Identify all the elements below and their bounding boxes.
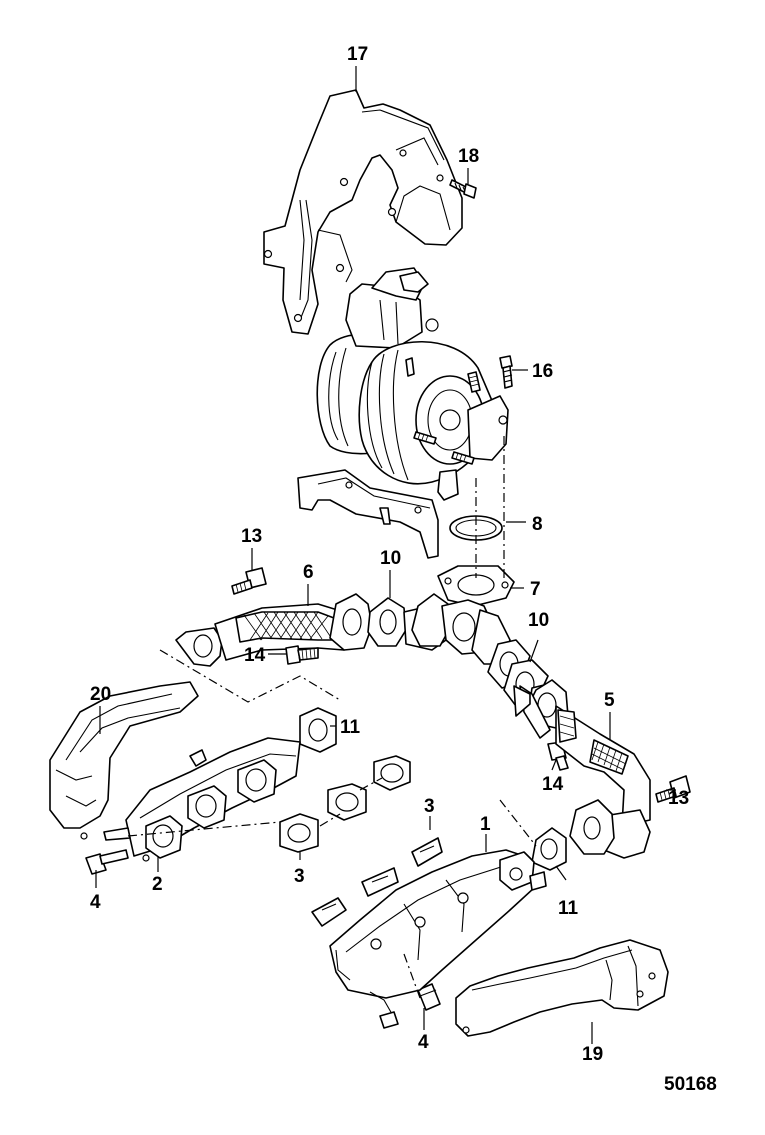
flange-7 xyxy=(437,565,515,607)
leader-lines xyxy=(95,66,676,1044)
stud-4-lower xyxy=(417,983,441,1011)
callout-13-left: 13 xyxy=(241,526,262,547)
crossover-pipe xyxy=(175,593,569,739)
heat-shield-left xyxy=(49,681,199,840)
callout-19: 19 xyxy=(582,1044,603,1065)
callout-5: 5 xyxy=(604,690,615,711)
callout-10-lower: 10 xyxy=(528,610,549,631)
reference-number: 50168 xyxy=(664,1074,717,1095)
turbocharger xyxy=(297,267,509,559)
callout-11-lower: 11 xyxy=(558,898,579,919)
callout-7: 7 xyxy=(530,579,541,600)
gasket-11-lower xyxy=(531,827,567,871)
gasket-11-upper xyxy=(299,707,337,753)
callout-13-right: 13 xyxy=(668,788,689,809)
callout-18: 18 xyxy=(458,146,479,167)
bolt-13-left xyxy=(231,567,267,595)
bolt-14-left xyxy=(285,645,319,665)
heat-shield-bracket xyxy=(263,89,463,335)
callout-4-left: 4 xyxy=(90,892,101,913)
bolt-18 xyxy=(449,179,477,199)
callout-4-lower: 4 xyxy=(418,1032,429,1053)
gaskets-3-left xyxy=(279,755,411,853)
bolt-16 xyxy=(499,355,513,389)
flex-pipe-5 xyxy=(555,705,651,859)
callout-14-left: 14 xyxy=(244,645,266,666)
callout-11-upper: 11 xyxy=(340,717,361,738)
callout-10-upper: 10 xyxy=(380,548,401,569)
bolt-14-right xyxy=(547,741,569,771)
callout-16: 16 xyxy=(532,361,553,382)
heat-shield-right xyxy=(455,939,669,1037)
exhaust-manifold-left xyxy=(103,737,301,862)
turbo-studs xyxy=(413,371,481,465)
callout-3-left: 3 xyxy=(294,866,305,887)
alignment-lines xyxy=(127,436,537,999)
exhaust-manifold-right xyxy=(311,837,547,1029)
callout-14-right: 14 xyxy=(542,774,564,795)
callout-8: 8 xyxy=(532,514,543,535)
callout-6: 6 xyxy=(303,562,314,583)
callout-20: 20 xyxy=(90,684,111,705)
stud-4-left xyxy=(85,849,129,875)
callout-1: 1 xyxy=(480,814,491,835)
callout-3-right: 3 xyxy=(424,796,435,817)
bolt-13-right xyxy=(655,775,691,803)
callout-17: 17 xyxy=(347,44,368,65)
callout-2: 2 xyxy=(152,874,163,895)
callout-labels: 17 18 16 8 13 6 10 7 10 14 20 11 5 14 13… xyxy=(90,44,717,1095)
